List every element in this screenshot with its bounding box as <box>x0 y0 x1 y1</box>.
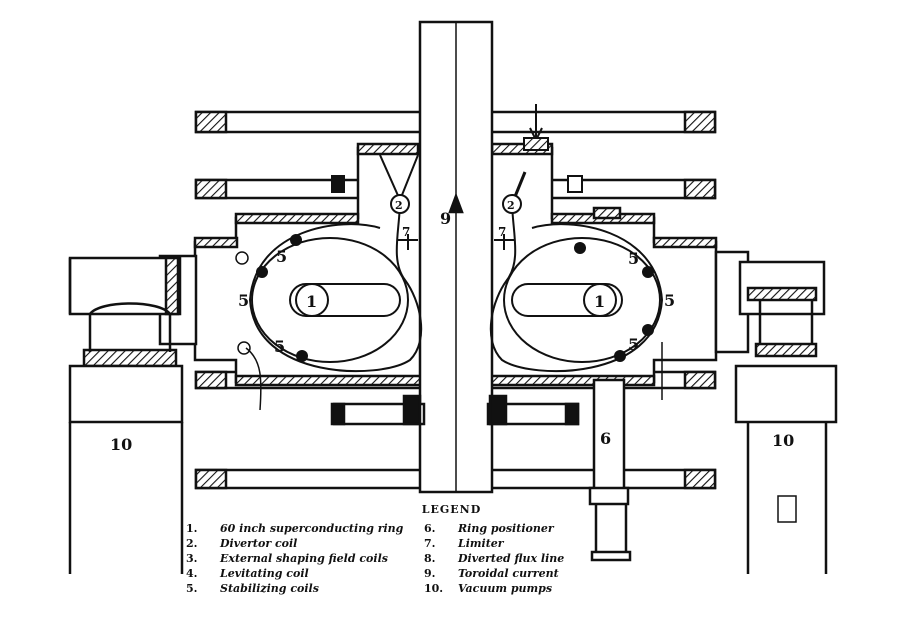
ring-positioner <box>588 206 632 562</box>
legend-item: 5. Stabilizing coils <box>186 581 403 596</box>
legend-item-number: 8. <box>424 552 436 565</box>
top-arrow-icon <box>523 104 549 151</box>
label-divertor-right: 2 <box>507 199 515 212</box>
label-stab-left-bottom: 5 <box>274 337 285 356</box>
legend-item-text: Levitating coil <box>220 567 309 580</box>
legend-right-column: 6. Ring positioner 7. Limiter 8. Diverted f… <box>424 521 564 596</box>
legend-item: 6. Ring positioner <box>424 521 564 536</box>
label-stab-left-mid: 5 <box>238 291 249 310</box>
central-column <box>418 20 494 494</box>
superconducting-ring-right <box>503 237 661 363</box>
legend-item: 7. Limiter <box>424 536 564 551</box>
label-stab-right-top: 5 <box>628 249 639 268</box>
legend-item-number: 5. <box>186 582 198 595</box>
legend-item: 2. Divertor coil <box>186 536 403 551</box>
vacuum-pump-right <box>714 250 838 574</box>
legend-left-column: 1. 60 inch superconducting ring 2. Diverto… <box>186 521 403 596</box>
legend-item-number: 6. <box>424 522 436 535</box>
label-pump-left: 10 <box>110 435 132 454</box>
legend-item-text: Diverted flux line <box>458 552 565 565</box>
label-positioner: 6 <box>600 429 611 448</box>
legend-item-number: 1. <box>186 522 198 535</box>
levitating-coils <box>330 394 580 426</box>
legend-item-text: Divertor coil <box>220 537 298 550</box>
legend-item-number: 2. <box>186 537 198 550</box>
legend-item-number: 3. <box>186 552 198 565</box>
stabilizing-coil-rods <box>235 251 663 411</box>
label-stab-left-top: 5 <box>276 247 287 266</box>
legend-item-text: Stabilizing coils <box>220 582 319 595</box>
legend-item: 9. Toroidal current <box>424 566 564 581</box>
legend-item: 1. 60 inch superconducting ring <box>186 521 403 536</box>
legend-item-number: 4. <box>186 567 198 580</box>
legend-item-text: Limiter <box>458 537 504 550</box>
label-limiter-left: 7 <box>402 225 410 239</box>
divertor-coil-left <box>379 154 419 214</box>
stabilizing-coils <box>256 234 654 362</box>
label-divertor-left: 2 <box>395 199 403 212</box>
legend-item-number: 9. <box>424 567 436 580</box>
label-pump-right: 10 <box>772 431 794 450</box>
divertor-coil-right <box>502 171 527 214</box>
legend-item-number: 10. <box>424 582 444 595</box>
label-ring-right: 1 <box>594 292 605 311</box>
vacuum-pump-left <box>68 254 198 574</box>
limiters <box>398 234 514 250</box>
legend-item-text: Toroidal current <box>458 567 559 580</box>
label-flux-line: 8 <box>574 241 582 255</box>
legend-item: 4. Levitating coil <box>186 566 403 581</box>
label-toroidal-current: 9 <box>440 209 451 228</box>
legend-item-text: Ring positioner <box>458 522 554 535</box>
legend-item-text: Vacuum pumps <box>458 582 553 595</box>
legend-title: LEGEND <box>421 503 482 516</box>
label-limiter-right: 7 <box>498 225 506 239</box>
label-ring-left: 1 <box>306 292 317 311</box>
label-stab-right-mid: 5 <box>664 291 675 310</box>
legend-item-text: External shaping field coils <box>220 552 388 565</box>
superconducting-ring-left <box>251 237 409 363</box>
diverted-flux-line-left <box>248 199 423 373</box>
legend-item-text: 60 inch superconducting ring <box>220 522 404 535</box>
legend-item: 10. Vacuum pumps <box>424 581 564 596</box>
label-stab-right-bottom: 5 <box>628 335 639 354</box>
diverted-flux-line-right <box>489 199 664 373</box>
legend-item-number: 7. <box>424 537 436 550</box>
legend-item: 8. Diverted flux line <box>424 551 564 566</box>
upper-side-coils <box>331 175 583 193</box>
legend-item: 3. External shaping field coils <box>186 551 403 566</box>
